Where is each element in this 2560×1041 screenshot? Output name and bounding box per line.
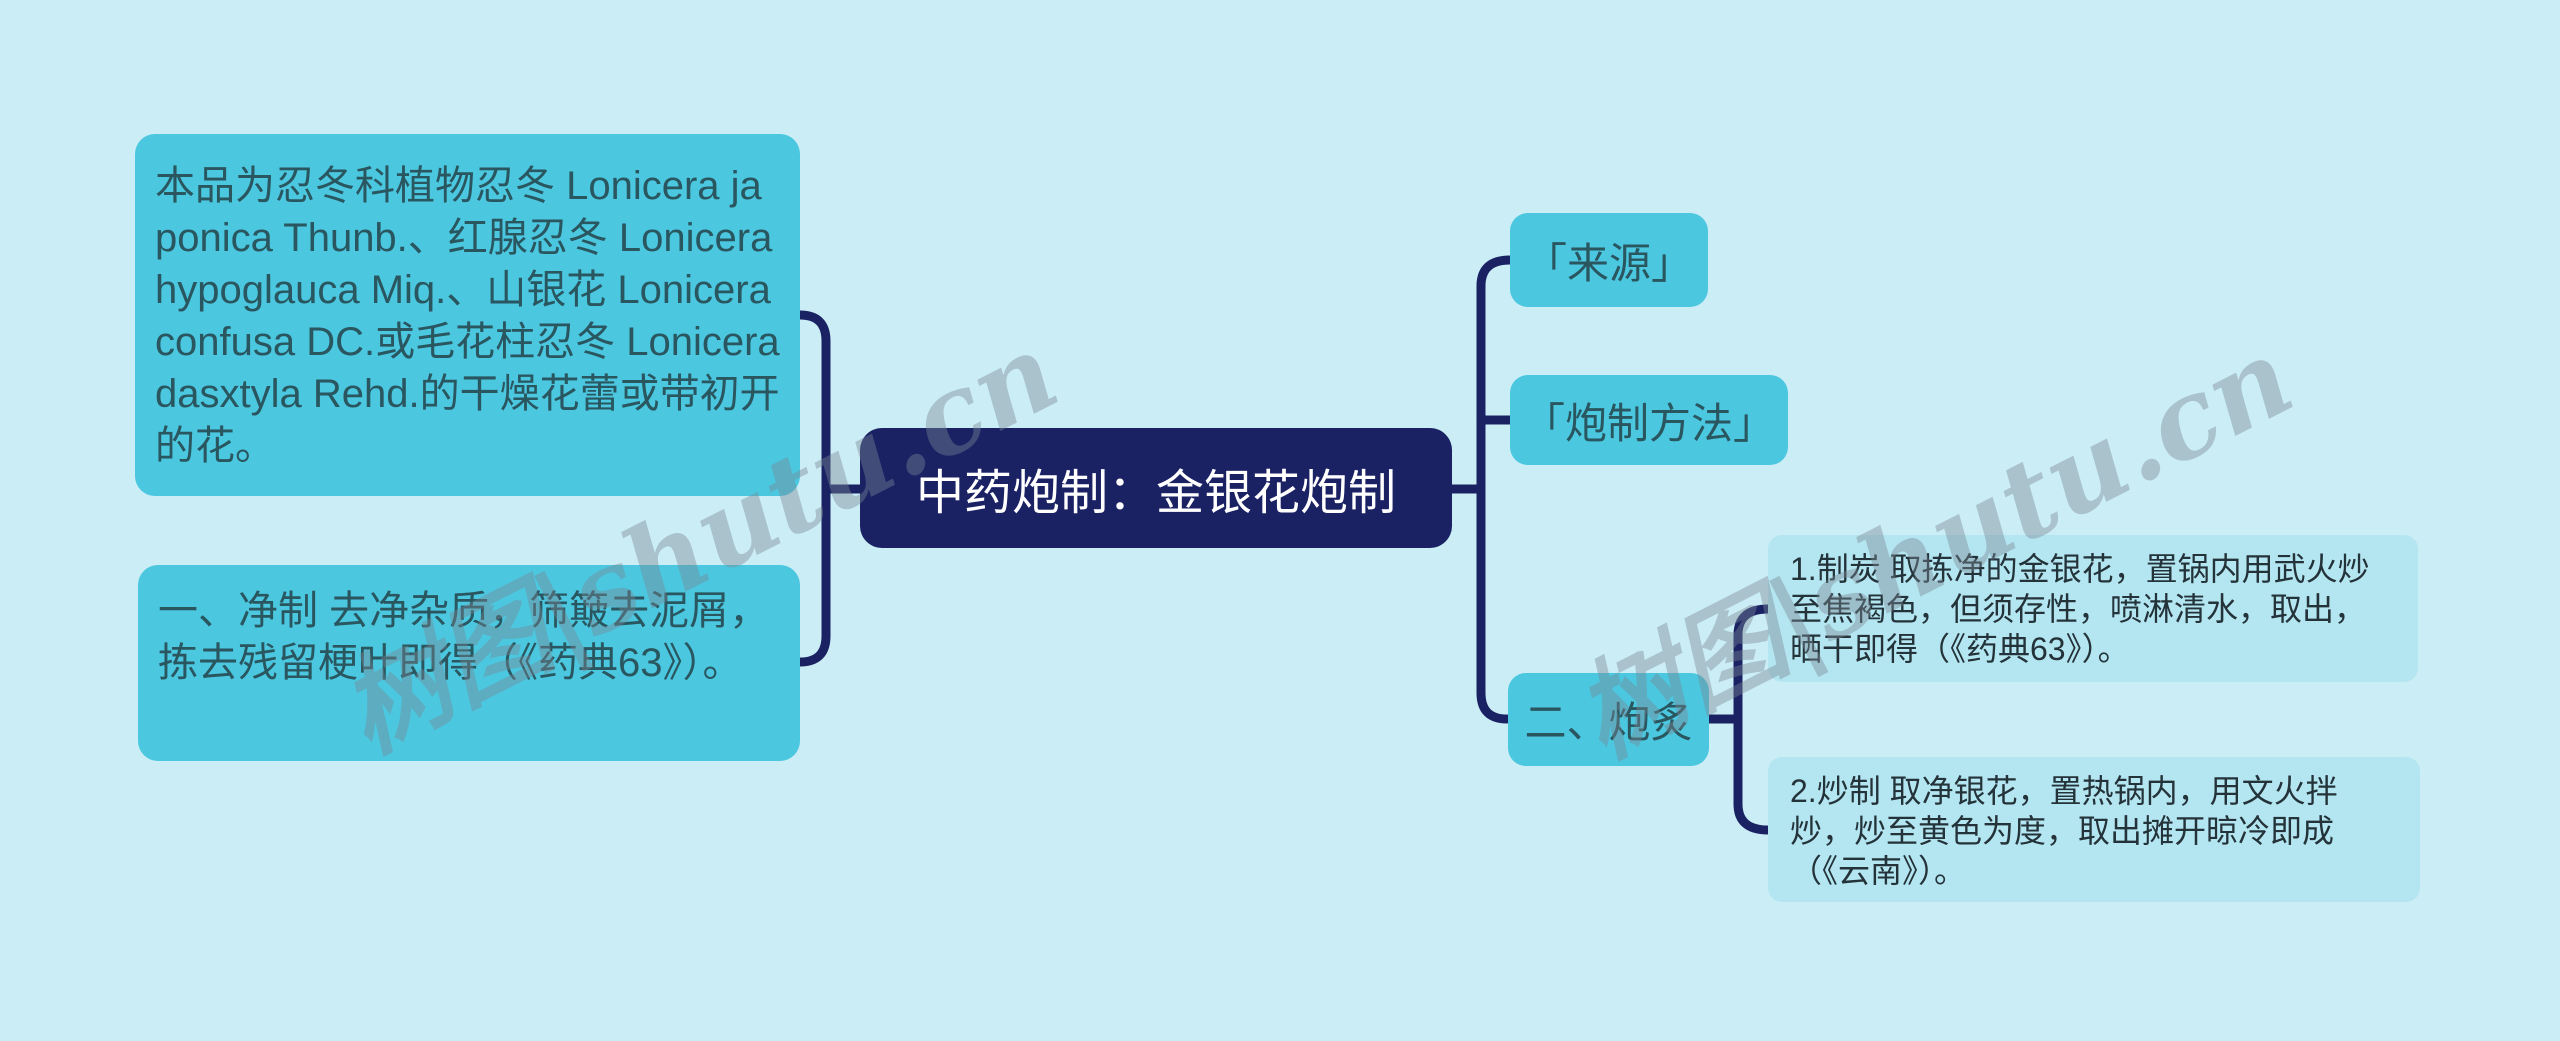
paozhi-node[interactable]: 二、炮炙 — [1508, 673, 1709, 766]
paozhi-node-label: 二、炮炙 — [1524, 699, 1693, 746]
paozhi-method-node-label: 「炮制方法」 — [1522, 399, 1775, 447]
source-description-text: 本品为忍冬科植物忍冬 Lonicera japonica Thunb.、红腺忍冬… — [155, 164, 780, 468]
connector-sub-trunk — [1733, 604, 1773, 835]
chaozhi-detail-text: 2.炒制 取净银花，置热锅内，用文火拌炒，炒至黄色为度，取出摊开晾冷即成（《云南… — [1790, 773, 2338, 889]
zhitan-detail-node[interactable]: 1.制炭 取拣净的金银花，置锅内用武火炒至焦褐色，但须存性，喷淋清水，取出，晒干… — [1768, 535, 2418, 682]
chaozhi-detail-node[interactable]: 2.炒制 取净银花，置热锅内，用文火拌炒，炒至黄色为度，取出摊开晾冷即成（《云南… — [1768, 757, 2420, 902]
root-node[interactable]: 中药炮制：金银花炮制 — [860, 428, 1452, 548]
laiyuan-node-label: 「来源」 — [1524, 239, 1693, 287]
connector-right-trunk — [1476, 255, 1515, 724]
laiyuan-node[interactable]: 「来源」 — [1510, 213, 1708, 307]
zhitan-detail-text: 1.制炭 取拣净的金银花，置锅内用武火炒至焦褐色，但须存性，喷淋清水，取出，晒干… — [1790, 551, 2370, 667]
paozhi-method-node[interactable]: 「炮制方法」 — [1510, 375, 1788, 465]
source-description-node[interactable]: 本品为忍冬科植物忍冬 Lonicera japonica Thunb.、红腺忍冬… — [135, 134, 800, 496]
root-node-label: 中药炮制：金银花炮制 — [915, 467, 1396, 520]
jingzhi-method-node[interactable]: 一、净制 去净杂质，筛簸去泥屑，拣去残留梗叶即得（《药典63》）。 — [138, 565, 800, 761]
jingzhi-method-text: 一、净制 去净杂质，筛簸去泥屑，拣去残留梗叶即得（《药典63》）。 — [158, 589, 770, 685]
